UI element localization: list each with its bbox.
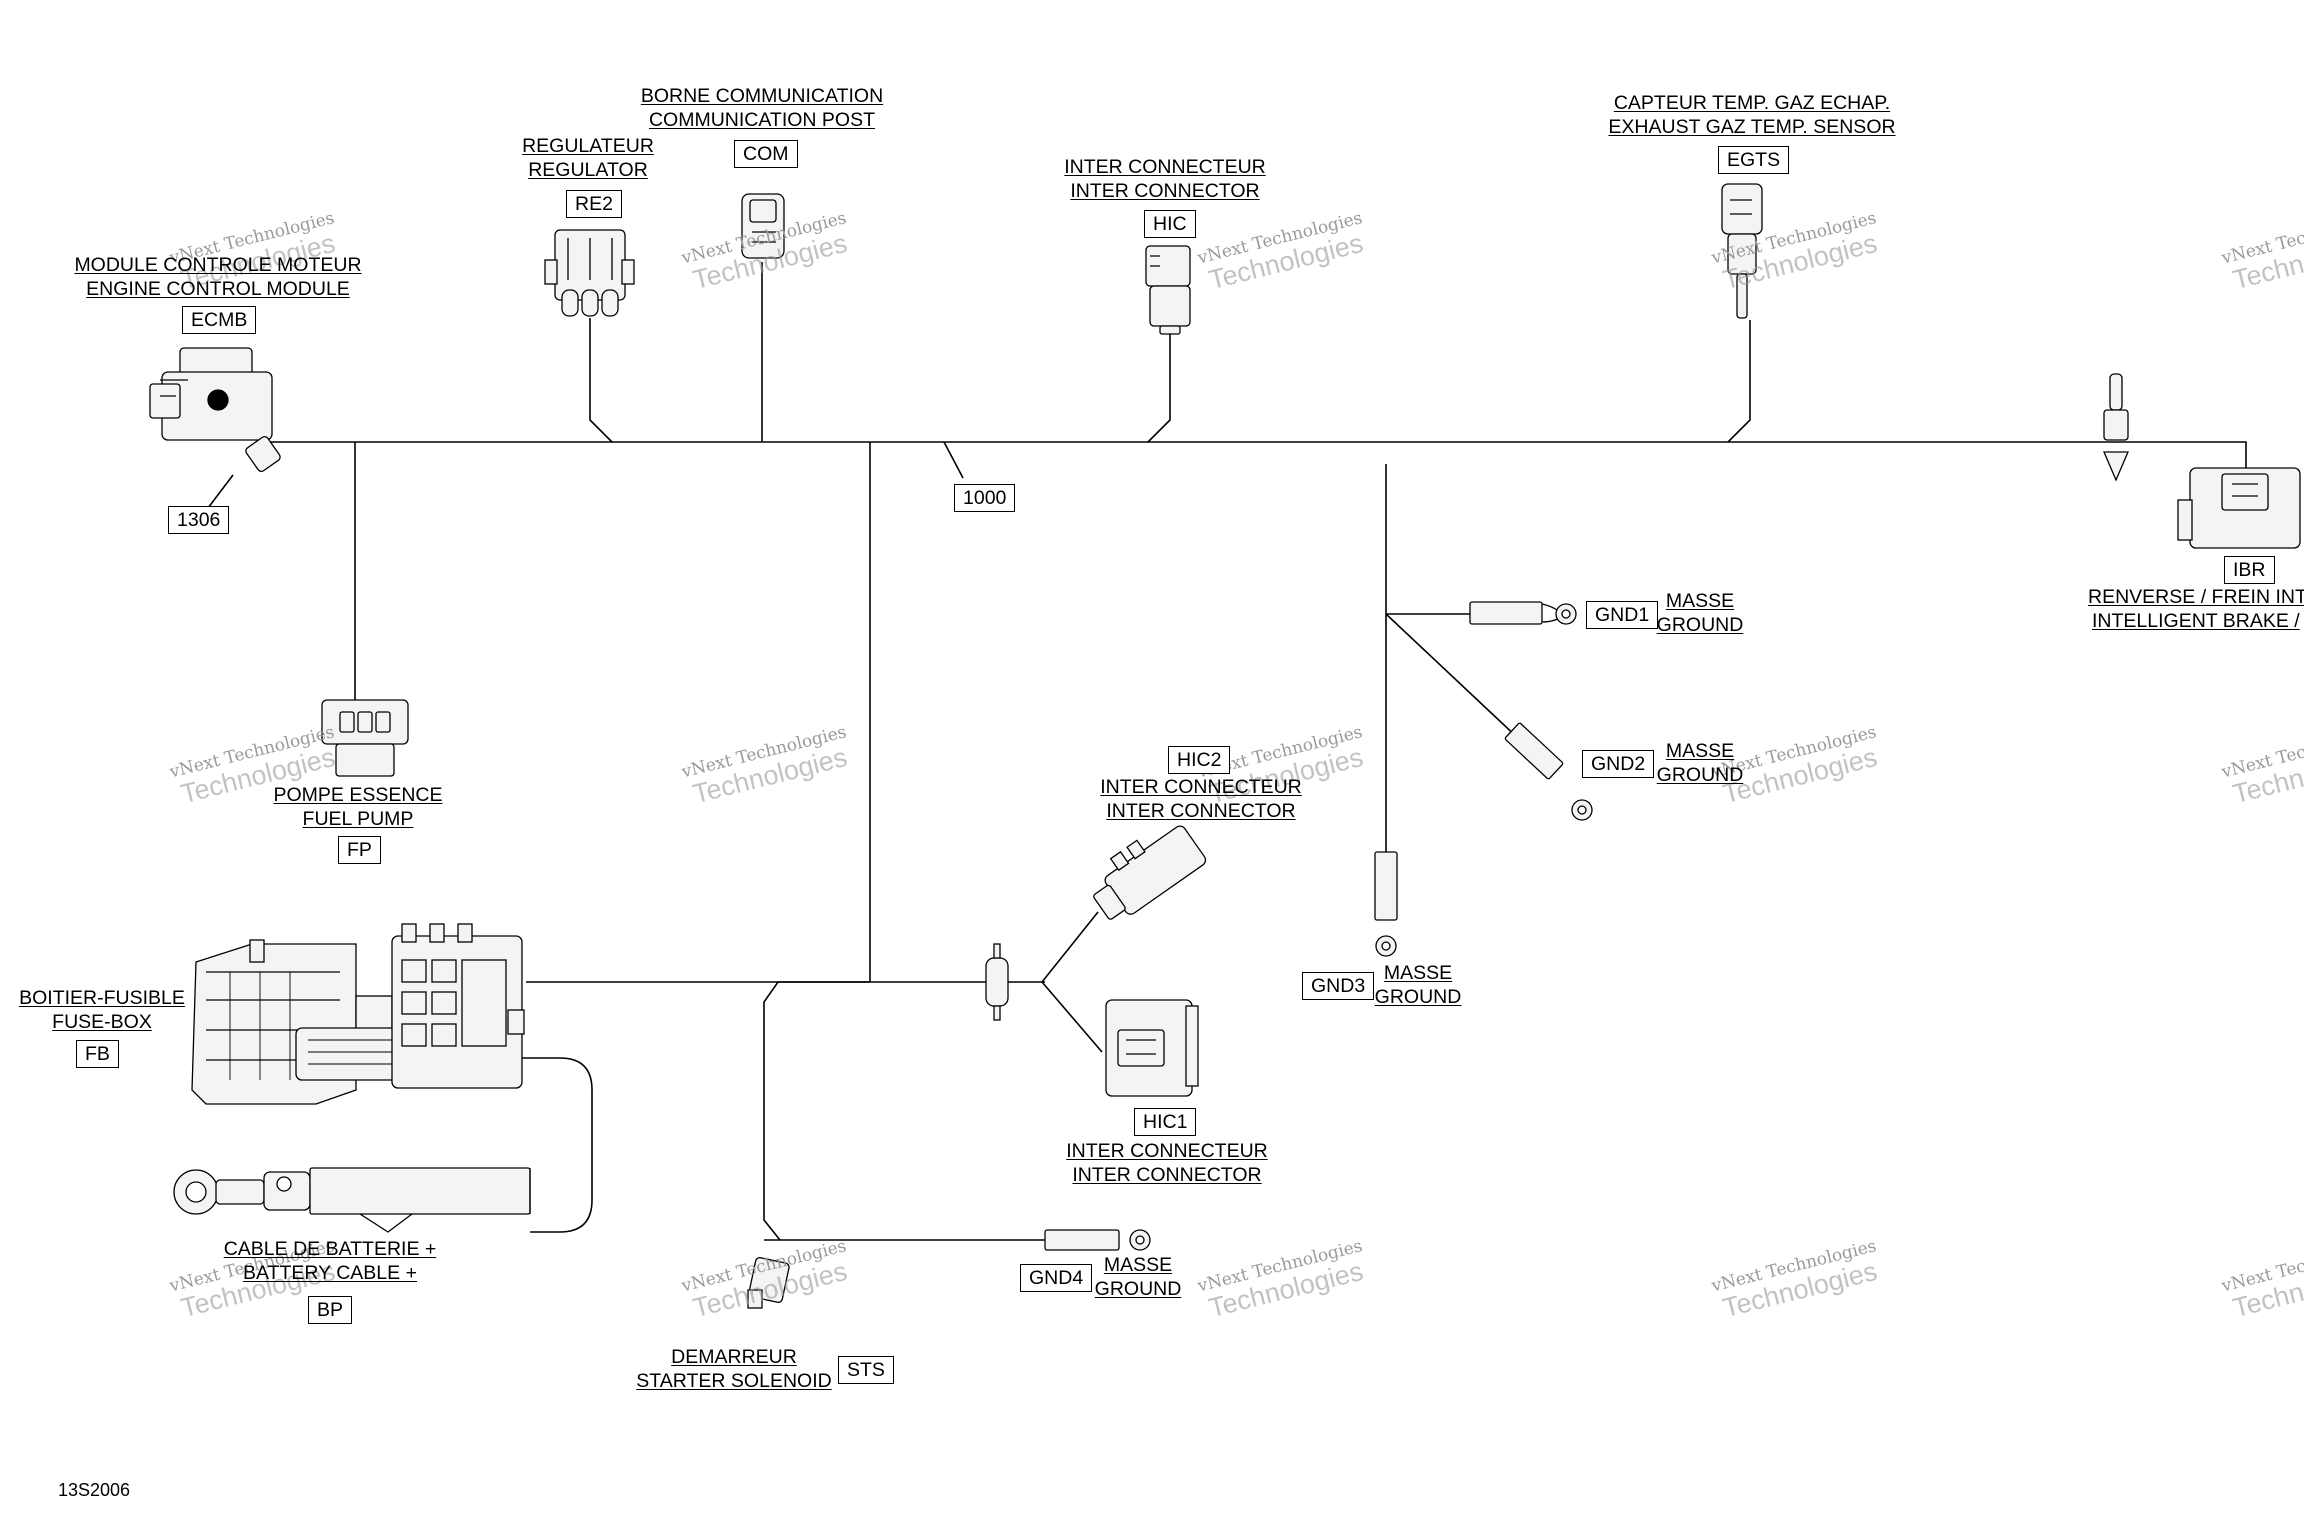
wire-re2 — [589, 318, 613, 443]
drawing-reference: 13S2006 — [58, 1480, 131, 1500]
gnd3-code: GND3 — [1302, 972, 1375, 1000]
sts-code: STS — [838, 1356, 894, 1384]
ibr-code: IBR — [2224, 556, 2275, 584]
ibr-connector-drawing — [2103, 373, 2301, 549]
ecmb-code: ECMB — [182, 306, 257, 334]
wire-gnd2 — [1385, 613, 1521, 741]
harness-wires — [207, 262, 2247, 1241]
wire-battery-loop — [518, 1057, 593, 1233]
wire-hic1 — [1041, 981, 1103, 1053]
wire-1306 — [207, 474, 234, 509]
gnd1-code: GND1 — [1586, 601, 1659, 629]
re2-connector-drawing — [544, 229, 635, 317]
com-connector-drawing — [741, 193, 785, 259]
fb-fusebox-drawing — [191, 923, 525, 1105]
wire-egts — [1727, 320, 1751, 443]
wire-hic2 — [1041, 911, 1099, 983]
gnd2-code: GND2 — [1582, 750, 1655, 778]
inline-splice-drawing — [985, 943, 1009, 1021]
re2-code: RE2 — [566, 190, 622, 218]
main-trunk-wire — [266, 441, 2247, 470]
hic-connector-drawing — [1145, 245, 1191, 335]
hic1-code: HIC1 — [1134, 1108, 1197, 1136]
bp-label: CABLE DE BATTERIE +BATTERY CABLE + — [223, 1238, 437, 1284]
wire-hic — [1147, 332, 1171, 443]
com-code: COM — [734, 140, 798, 168]
hic1-connector-drawing — [1105, 999, 1199, 1097]
sts-connector-drawing — [747, 1256, 790, 1309]
egts-label: CAPTEUR TEMP. GAZ ECHAP.EXHAUST GAZ TEMP… — [1608, 92, 1896, 138]
hic-code: HIC — [1144, 210, 1196, 238]
bp-battery-cable-drawing — [173, 1167, 531, 1233]
wire-starter — [763, 981, 870, 1241]
ground-terminals-drawing — [1044, 601, 1593, 1251]
connector-1306-code: 1306 — [168, 506, 230, 534]
bp-code: BP — [308, 1296, 353, 1324]
gnd4-code: GND4 — [1020, 1264, 1093, 1292]
hic2-connector-drawing — [1093, 825, 1207, 920]
fp-code: FP — [338, 836, 381, 864]
egts-sensor-drawing — [1721, 183, 1763, 319]
harness-code-1000: 1000 — [954, 484, 1016, 512]
fp-connector-drawing — [321, 699, 409, 777]
egts-code: EGTS — [1718, 146, 1790, 174]
ecmb-connector-drawing — [149, 347, 281, 473]
wire-1000-tick — [943, 441, 964, 479]
fb-code: FB — [76, 1040, 119, 1068]
hic2-code: HIC2 — [1168, 746, 1231, 774]
